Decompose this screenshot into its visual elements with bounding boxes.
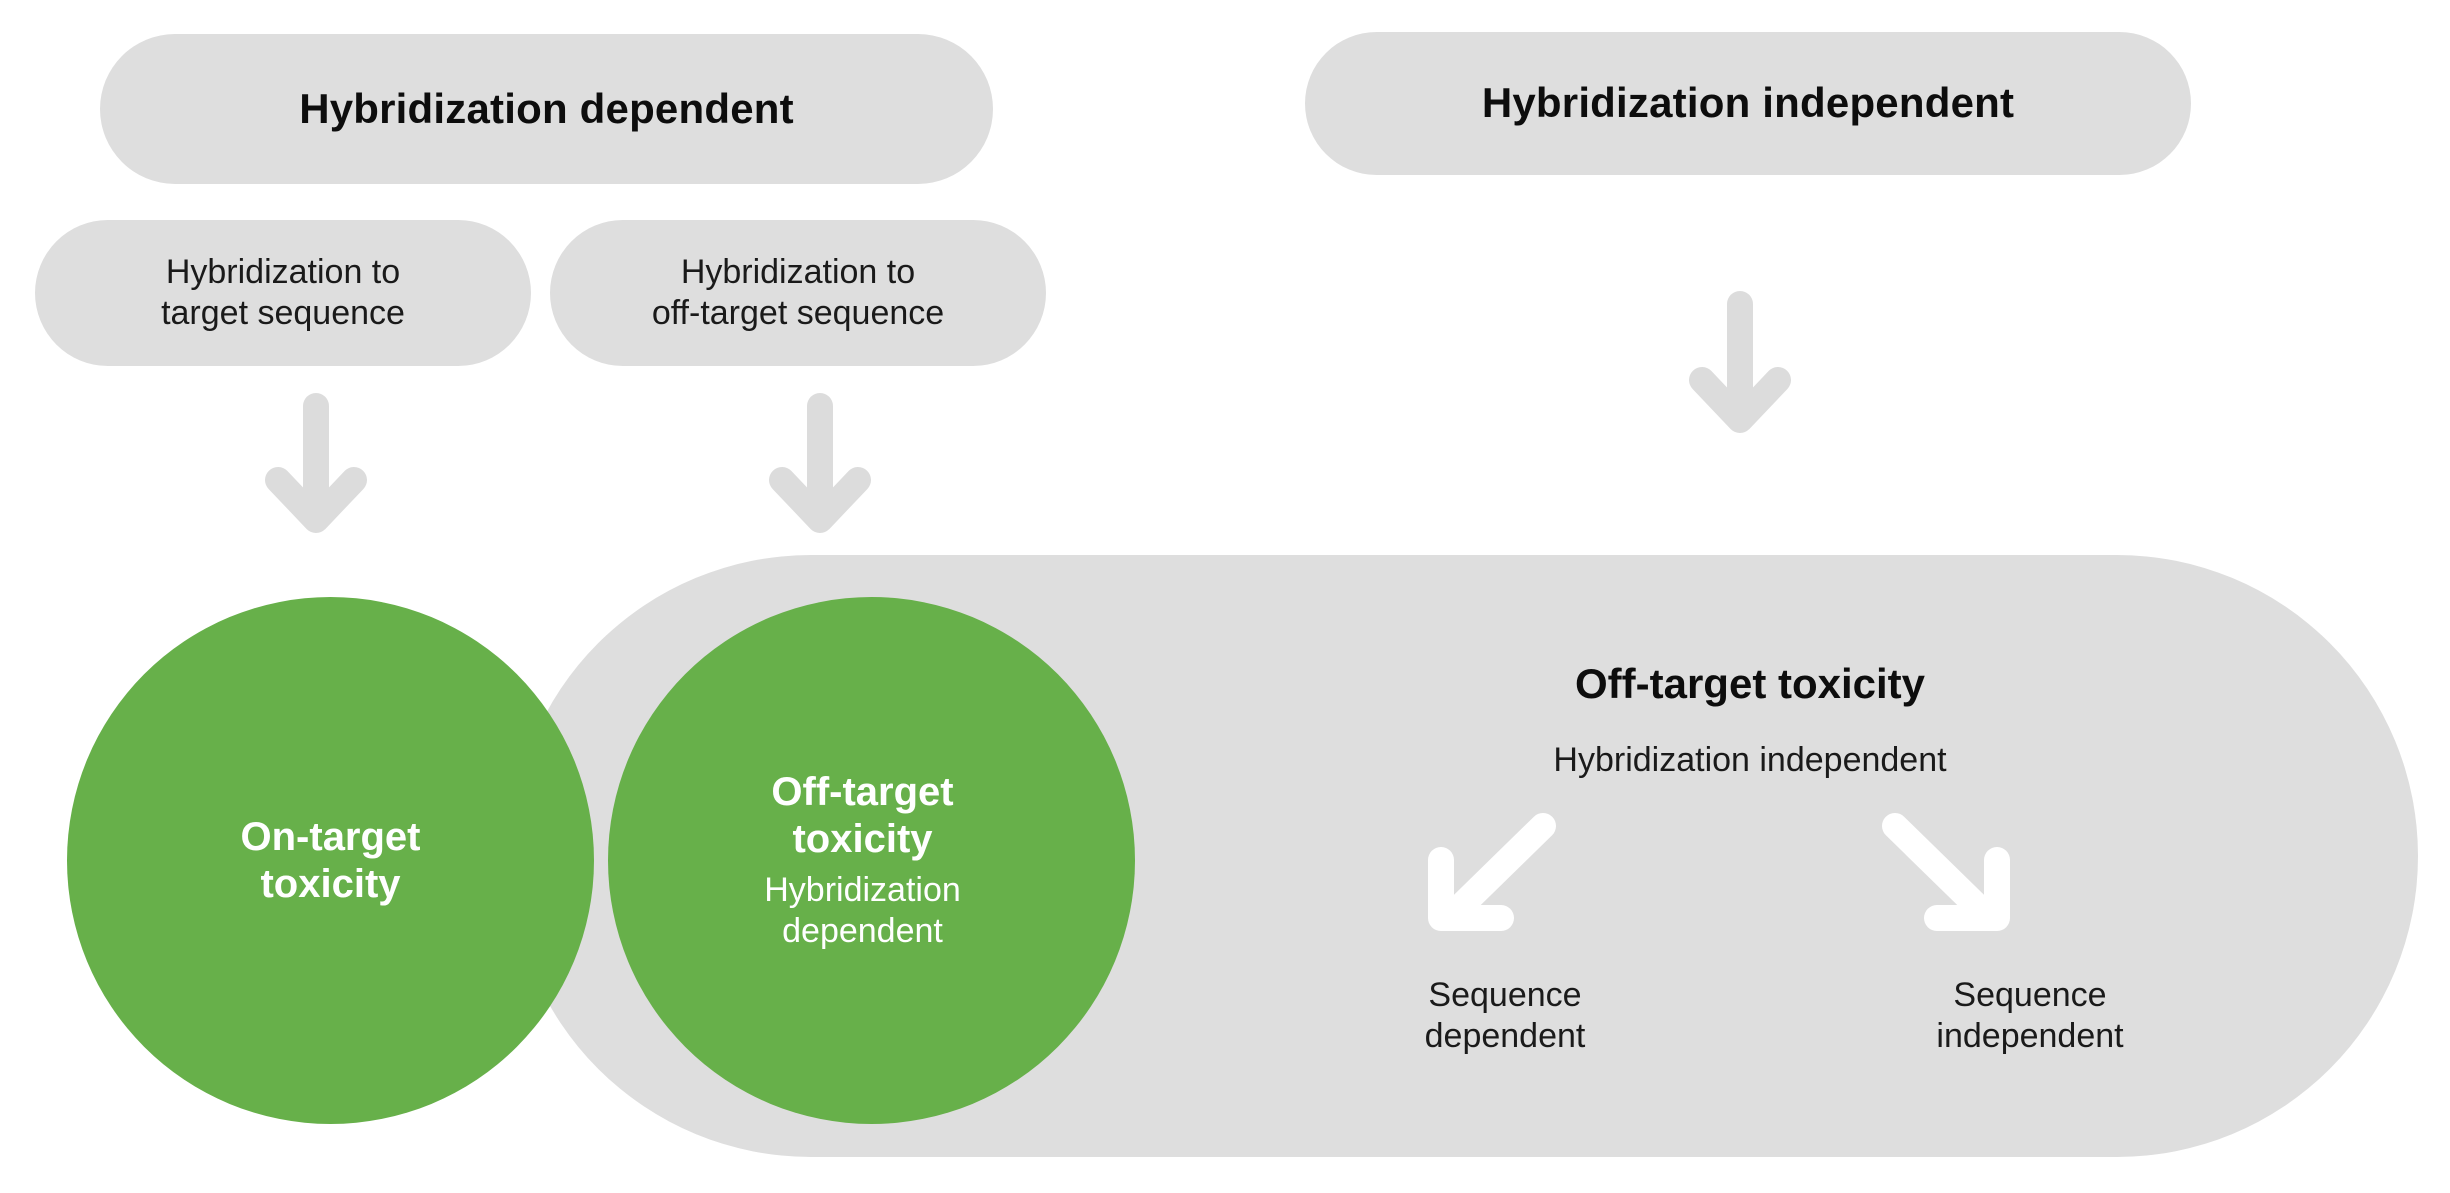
circle-off-target-title-line2: toxicity [792,816,933,861]
circle-off-target-title-line1: Off-target [771,770,954,815]
branch-label-target-line2: target sequence [161,294,405,332]
panel-subtitle-hybridization-independent: Hybridization independent [1553,741,1947,779]
header-label-hybridization-dependent: Hybridization dependent [299,84,794,132]
branch-pill-hybridization-to-off-target-sequence: Hybridization to off-target sequence [550,220,1046,366]
leaf-sequence-independent-line2: independent [1936,1017,2124,1056]
leaf-sequence-dependent-line1: Sequence [1428,976,1582,1014]
circle-off-target-subtitle: Hybridization dependent [764,870,961,952]
arrow-down-right-icon-sequence-independent [1878,812,2013,938]
arrow-down-icon-to-hybridization-independent [1688,290,1792,440]
branch-label-off-target-line1: Hybridization to [680,252,916,291]
circle-on-target-title-line1: On-target [240,815,421,860]
arrow-down-left-icon-sequence-dependent [1425,812,1560,938]
branch-label-off-target-sequence: Hybridization to off-target sequence [652,252,944,335]
circle-off-target-sub-line2: dependent [782,911,943,950]
leaf-sequence-independent-line1: Sequence [1953,976,2107,1014]
branch-label-target-sequence: Hybridization to target sequence [161,252,405,335]
circle-on-target-title-line2: toxicity [260,861,401,906]
circle-off-target-title: Off-target toxicity [771,769,953,862]
header-label-hybridization-independent: Hybridization independent [1481,79,2015,127]
circle-on-target-toxicity: On-target toxicity [67,597,594,1124]
circle-on-target-title: On-target toxicity [241,814,421,907]
leaf-label-sequence-dependent: Sequence dependent [1240,975,1770,1058]
arrow-down-icon-to-off-target [768,392,872,538]
header-pill-hybridization-independent: Hybridization independent [1305,32,2191,175]
branch-label-target-line1: Hybridization to [165,252,401,291]
branch-pill-hybridization-to-target-sequence: Hybridization to target sequence [35,220,531,366]
leaf-sequence-dependent-line2: dependent [1424,1017,1586,1056]
header-pill-hybridization-dependent: Hybridization dependent [100,34,993,184]
circle-off-target-toxicity-hybridization-dependent: Off-target toxicity Hybridization depend… [608,597,1135,1124]
circle-off-target-sub-line1: Hybridization [764,871,961,910]
branch-label-off-target-line2: off-target sequence [651,294,945,332]
panel-title-off-target-toxicity: Off-target toxicity [1574,660,1926,707]
leaf-label-sequence-independent: Sequence independent [1765,975,2295,1058]
arrow-down-icon-to-on-target [264,392,368,538]
